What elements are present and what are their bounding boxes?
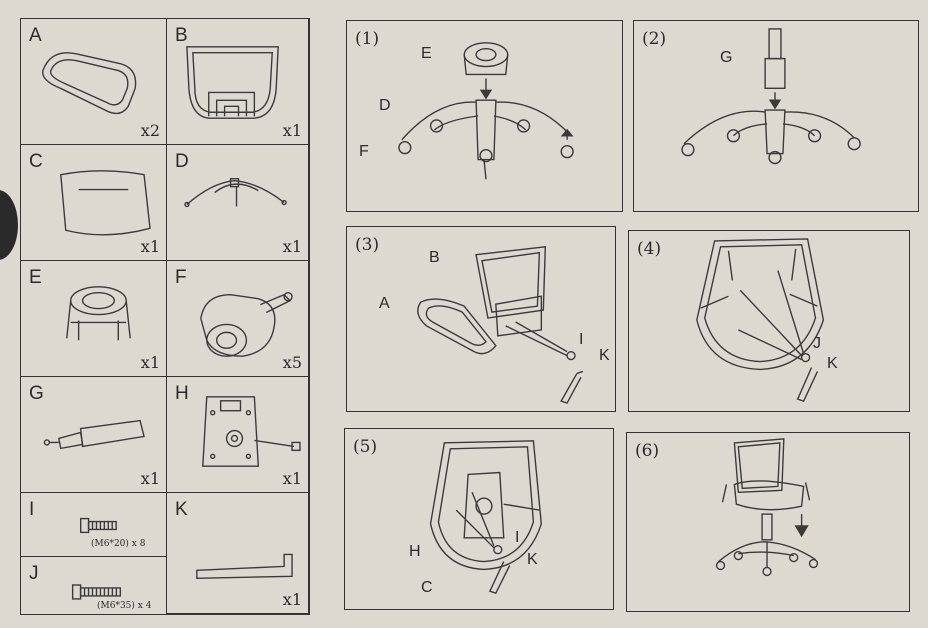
label-e: E (421, 45, 432, 62)
allen-key-icon (196, 553, 293, 579)
label-d: D (379, 97, 391, 114)
label-f: F (359, 143, 369, 160)
part-letter: B (175, 25, 188, 46)
step-2: (2) G (633, 20, 919, 212)
part-e: E x1 (21, 261, 167, 377)
part-letter: J (29, 563, 39, 584)
label-j: J (813, 335, 821, 352)
part-quantity: x5 (282, 353, 302, 372)
part-k: K x1 (167, 493, 309, 614)
seat-underside-diagram (696, 238, 825, 402)
part-letter: C (29, 151, 43, 172)
step-4: (4) J K (628, 230, 910, 412)
part-quantity: x1 (282, 237, 302, 256)
part-quantity: (M6*20) x 8 (91, 539, 146, 549)
part-f: F x5 (167, 261, 309, 377)
label-h: H (409, 543, 421, 560)
label-k: K (527, 551, 538, 568)
label-i: I (515, 529, 520, 546)
step-6: (6) (626, 432, 910, 612)
final-assembly-diagram (715, 438, 819, 577)
part-i: I (M6*20) x 8 (21, 493, 167, 557)
part-letter: E (29, 267, 42, 288)
part-letter: G (29, 383, 44, 404)
step-5: (5) H I K C (344, 428, 614, 610)
part-quantity: x1 (282, 121, 302, 140)
part-quantity: x1 (282, 590, 302, 609)
part-b: B x1 (167, 19, 309, 145)
step-number: (5) (353, 437, 378, 457)
part-g: G x1 (21, 377, 167, 493)
label-b: B (429, 249, 440, 266)
part-a: A x2 (21, 19, 167, 145)
part-letter: H (175, 383, 189, 404)
mechanism-icon (202, 396, 301, 467)
part-h: H x1 (167, 377, 309, 493)
part-letter: D (175, 151, 189, 172)
armrest-backrest-attach-diagram (417, 246, 584, 404)
gas-lift-icon (43, 419, 145, 450)
backrest-icon (186, 46, 279, 119)
part-quantity: x2 (140, 121, 160, 140)
step-number: (3) (355, 235, 380, 255)
label-k: K (599, 347, 610, 364)
part-quantity: (M6*35) x 4 (97, 601, 152, 611)
part-quantity: x1 (140, 237, 160, 256)
label-g: G (720, 49, 733, 66)
base-icon (184, 178, 287, 208)
step-number: (1) (355, 29, 380, 49)
caster-wheel-icon (200, 292, 293, 357)
part-quantity: x1 (140, 353, 160, 372)
base-assembly-diagram (398, 42, 574, 180)
step-number: (6) (635, 441, 660, 461)
parts-list: A x2 B x1 C x1 D x1 (20, 18, 310, 615)
part-letter: F (175, 267, 187, 288)
part-d: D x1 (167, 145, 309, 261)
label-c: C (421, 579, 433, 596)
part-quantity: x1 (140, 469, 160, 488)
gas-lift-insertion-diagram (681, 28, 861, 165)
part-j: J (M6*35) x 4 (21, 557, 167, 614)
armrest-icon (42, 52, 137, 115)
mechanism-attach-diagram (429, 440, 543, 595)
label-a: A (379, 295, 390, 312)
part-letter: I (29, 499, 35, 520)
seat-icon (60, 170, 151, 236)
screw-short-icon (80, 517, 117, 534)
gas-lift-cover-icon (66, 286, 131, 341)
label-k: K (827, 355, 838, 372)
part-letter: K (175, 499, 188, 520)
step-number: (4) (637, 239, 662, 259)
step-number: (2) (642, 29, 667, 49)
label-i: I (579, 331, 584, 348)
part-quantity: x1 (282, 469, 302, 488)
part-c: C x1 (21, 145, 167, 261)
camera-shadow (0, 190, 18, 260)
step-1: (1) E D F (346, 20, 623, 212)
part-letter: A (29, 25, 42, 46)
screw-long-icon (71, 584, 122, 600)
step-3: (3) B A I K (346, 226, 616, 412)
